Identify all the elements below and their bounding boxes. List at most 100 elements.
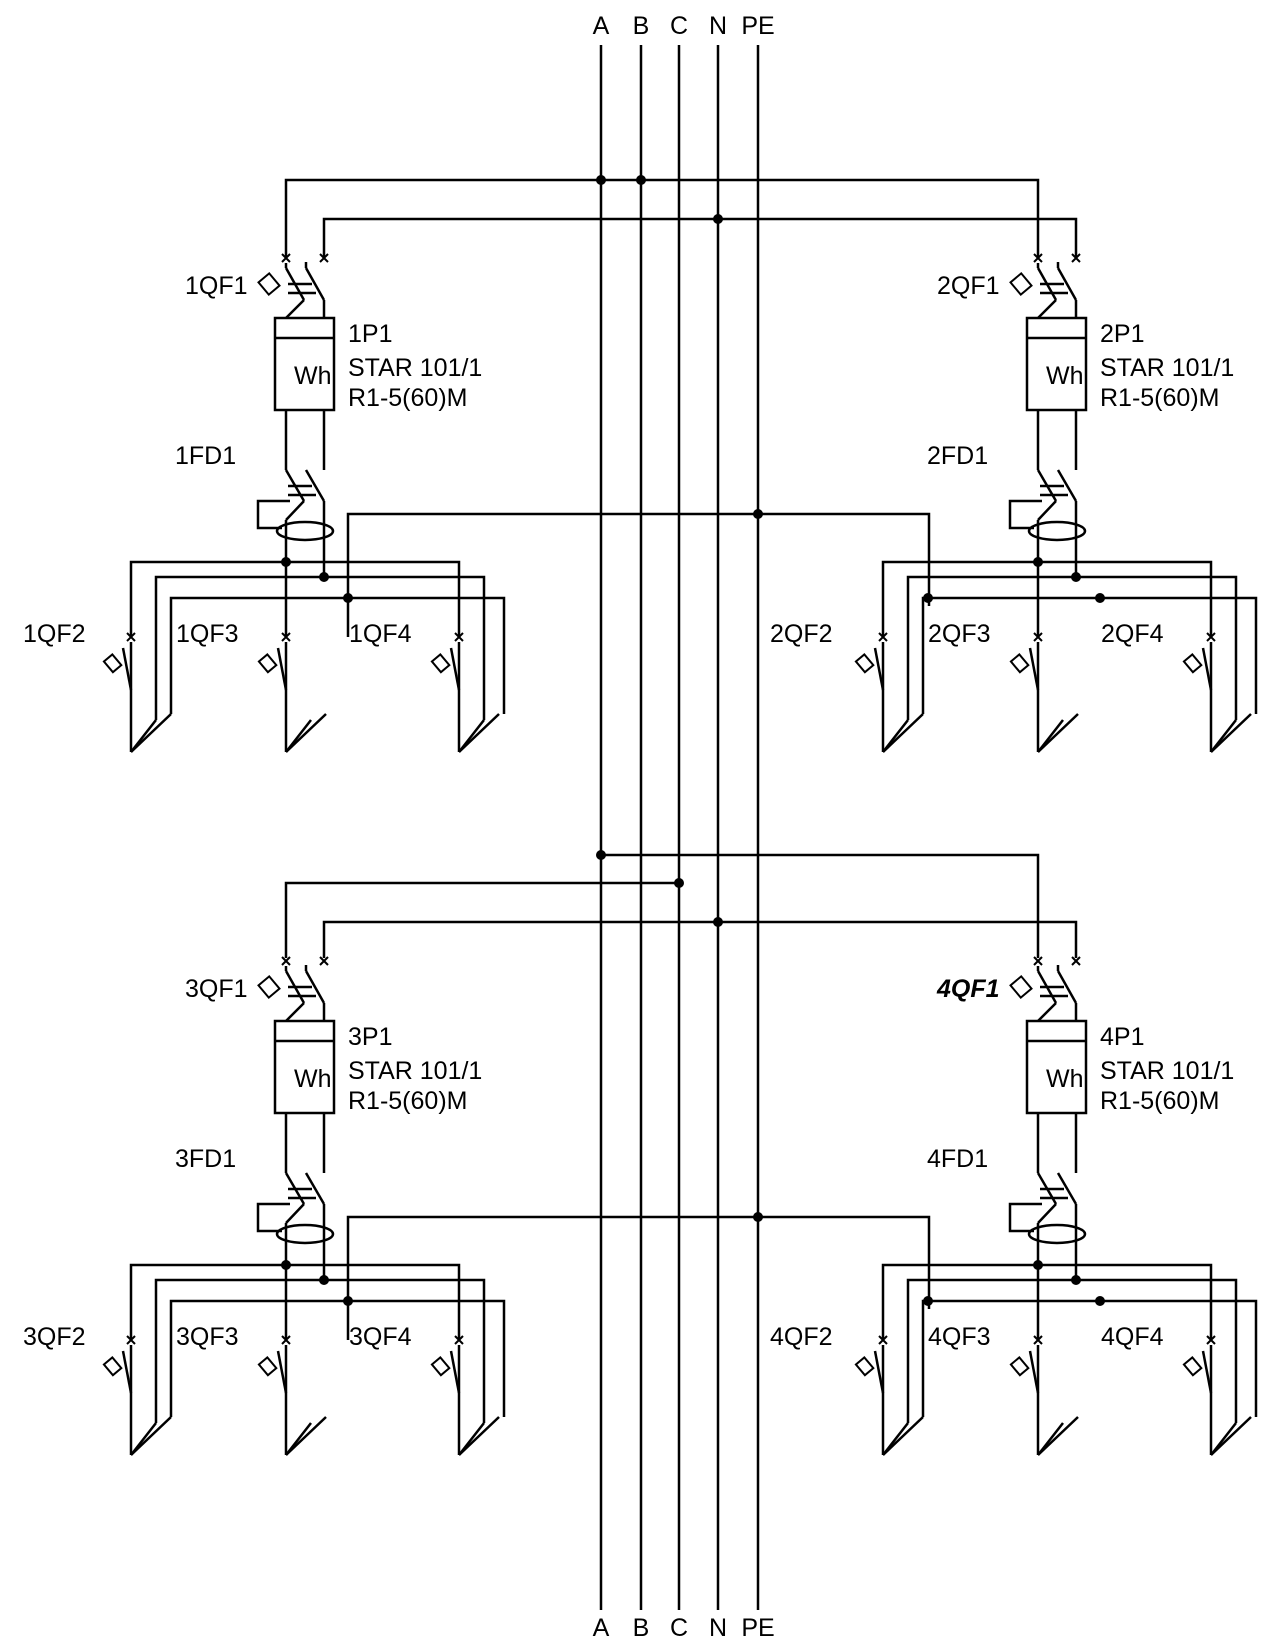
cross-stroke [454, 1335, 464, 1345]
output-breaker [1009, 1335, 1079, 1456]
cross-stroke [319, 253, 329, 263]
wire [1037, 713, 1079, 753]
trip-coil-icon [257, 271, 281, 297]
junction-dot [1071, 1275, 1081, 1285]
wire [1037, 299, 1057, 319]
output-breaker [1182, 1335, 1252, 1456]
feeder-junctions-lower [596, 850, 763, 1222]
meter-box [273, 316, 336, 412]
meter-rating: R1-5(60)M [1100, 384, 1219, 412]
breaker-label: 3QF1 [185, 975, 248, 1003]
meter-model: STAR 101/1 [348, 354, 482, 382]
cross-stroke [878, 1335, 888, 1345]
cross-stroke [1033, 1335, 1043, 1345]
meter-model: STAR 101/1 [348, 1057, 482, 1085]
contact-cross-icon [281, 1335, 291, 1345]
wire [1037, 1203, 1057, 1224]
junction-dot [281, 557, 291, 567]
feeders-lower [284, 853, 1078, 1340]
residual-current-device [256, 1172, 335, 1245]
meter-id: 1P1 [348, 320, 392, 348]
trip-coil-icon [1182, 1356, 1203, 1377]
cross-stroke [1033, 956, 1043, 966]
output-distribution [881, 520, 1258, 720]
feeders-upper [284, 178, 1078, 637]
wire [882, 1416, 924, 1456]
contact-cross-icon [1033, 632, 1043, 642]
trip-coil-icon [430, 1356, 451, 1377]
breaker-contact [1028, 647, 1040, 691]
wire [881, 1263, 1213, 1340]
output-breaker [854, 1335, 924, 1456]
meter-unit: Wh [294, 1065, 332, 1093]
contact-cross-icon [454, 632, 464, 642]
wire [130, 713, 172, 753]
trip-coil-icon [1009, 653, 1030, 674]
trip-coil-icon [1182, 653, 1203, 674]
cross-stroke [454, 632, 464, 642]
meter-box [1025, 316, 1088, 412]
junction-dot [596, 850, 606, 860]
wire [130, 1416, 172, 1456]
output-breaker-label: 2QF2 [770, 620, 833, 648]
contact-cross-icon [1071, 956, 1081, 966]
trip-coil-icon [430, 653, 451, 674]
rcd-test-loop [1008, 499, 1042, 530]
meter-id: 2P1 [1100, 320, 1144, 348]
breaker-contact [873, 1350, 885, 1394]
meter-box [1025, 1019, 1088, 1115]
feeder-phase-left-lower [284, 881, 679, 958]
cross-stroke [878, 632, 888, 642]
cross-stroke [126, 632, 136, 642]
breaker-contact [449, 647, 461, 691]
bus-label-c: C [670, 12, 688, 40]
meter-box [273, 1019, 336, 1115]
rcd-test-loop [256, 499, 290, 530]
junction-dot [753, 1212, 763, 1222]
breaker-contact [121, 647, 133, 691]
output-breaker [102, 1335, 172, 1456]
wire [1210, 713, 1252, 753]
trip-coil-icon [257, 1356, 278, 1377]
wire [882, 713, 924, 753]
rcd-label: 4FD1 [927, 1145, 988, 1173]
contact-cross-icon [878, 1335, 888, 1345]
junction-dot [636, 175, 646, 185]
energy-meter: Wh [1025, 1019, 1088, 1173]
wire [1037, 1002, 1057, 1022]
output-breaker-label: 3QF2 [23, 1323, 86, 1351]
breaker-contact [1201, 1350, 1213, 1394]
contact-cross-icon [1033, 1335, 1043, 1345]
junction-dot [343, 1296, 353, 1306]
wire [458, 1416, 500, 1456]
meter-unit: Wh [294, 362, 332, 390]
breaker-contact [1056, 267, 1078, 301]
feeder-junctions-upper [596, 175, 763, 519]
wire [285, 299, 305, 319]
cross-stroke [1071, 253, 1081, 263]
breaker-contact [1028, 1350, 1040, 1394]
junction-dot [343, 593, 353, 603]
junction-dot [281, 1260, 291, 1270]
energy-meter: Wh [273, 1019, 336, 1173]
breaker-contact [1201, 647, 1213, 691]
contact-cross-icon [1206, 632, 1216, 642]
junction-dot [1071, 572, 1081, 582]
current-transformer-icon [275, 520, 335, 542]
contact-cross-icon [281, 253, 291, 263]
wire [881, 560, 1213, 637]
breaker-contact [121, 1350, 133, 1394]
junction-dot [1033, 1260, 1043, 1270]
junction-dot [674, 878, 684, 888]
rcd-test-loop [256, 1202, 290, 1233]
output-breaker-label: 3QF4 [349, 1323, 412, 1351]
trip-coil-icon [1009, 974, 1033, 1000]
wire [921, 596, 1258, 714]
contact-cross-icon [1033, 956, 1043, 966]
wire [1037, 1416, 1079, 1456]
trip-coil-icon [854, 1356, 875, 1377]
